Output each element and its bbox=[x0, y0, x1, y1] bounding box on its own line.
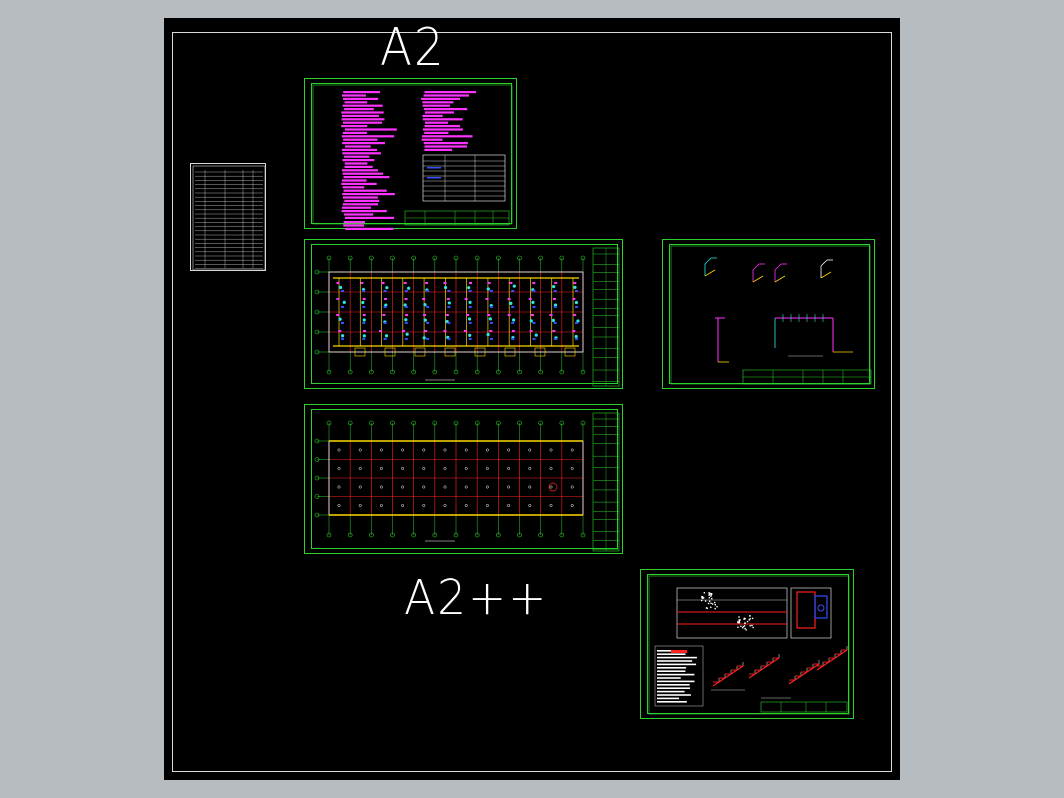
text-notes-icon bbox=[312, 84, 513, 230]
sheet-inner-border bbox=[647, 574, 849, 714]
fire-sprinkler-plan-sheet[interactable] bbox=[304, 404, 623, 554]
system-diagram-sheet[interactable] bbox=[662, 239, 875, 389]
sheet-size-label-a2: A2 bbox=[380, 18, 446, 78]
sheet-inner-border bbox=[669, 244, 870, 384]
cad-model-viewport[interactable] bbox=[164, 18, 900, 780]
sheet-inner-border bbox=[311, 409, 618, 549]
detail-sheet[interactable] bbox=[640, 569, 854, 719]
grid-plan-icon bbox=[314, 412, 620, 552]
sheet-inner-border bbox=[311, 83, 512, 224]
sheet-inner-border bbox=[311, 244, 618, 384]
design-notes-sheet[interactable] bbox=[304, 78, 517, 230]
drawing-index-table[interactable] bbox=[190, 163, 266, 271]
drawing-index-table-icon bbox=[192, 165, 266, 271]
layout-frame bbox=[172, 32, 892, 772]
isometric-diagram-icon bbox=[670, 245, 872, 385]
floor-plan-icon bbox=[314, 247, 620, 387]
detail-drawing-icon bbox=[648, 575, 850, 715]
plumbing-plan-sheet[interactable] bbox=[304, 239, 623, 389]
sheet-size-label-a2-plus: A2++ bbox=[404, 570, 549, 626]
